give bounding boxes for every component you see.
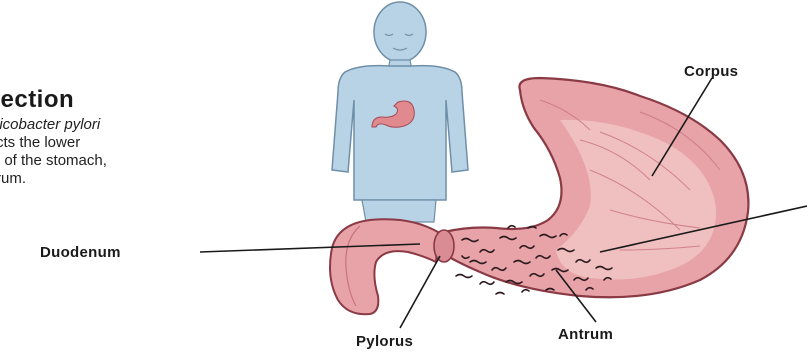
label-pylorus: Pylorus <box>356 333 413 350</box>
label-duodenum: Duodenum <box>40 244 121 261</box>
pylorus-leader <box>400 256 440 328</box>
caption-line-3: t of the stomach, <box>0 152 107 170</box>
label-antrum: Antrum <box>558 326 613 343</box>
human-figure-icon <box>332 2 468 222</box>
caption-line-2: cts the lower <box>0 134 80 152</box>
caption-title: fection <box>0 86 74 114</box>
pylorus-ring <box>434 230 454 262</box>
caption-line-1: licobacter pylori <box>0 116 100 134</box>
label-corpus: Corpus <box>684 63 738 80</box>
caption-line-4: rum. <box>0 170 26 188</box>
